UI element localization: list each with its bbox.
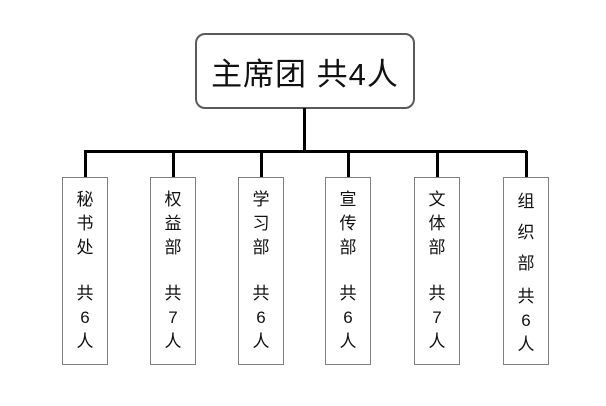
connector-drop — [525, 151, 528, 178]
dept-name-char: 体 — [428, 214, 446, 233]
dept-count-char: 6 — [343, 308, 353, 327]
dept-box-secretariat: 秘 书 处 共 6 人 — [62, 177, 108, 365]
dept-name-char: 部 — [339, 238, 357, 257]
dept-box-study: 学 习 部 共 6 人 — [238, 177, 284, 365]
dept-count-char: 共 — [339, 284, 357, 303]
dept-count: 共 7 人 — [429, 282, 446, 354]
dept-count-char: 人 — [517, 334, 535, 354]
dept-count-char: 7 — [168, 308, 178, 327]
dept-count-char: 6 — [256, 308, 266, 327]
connector-drop — [84, 151, 87, 178]
dept-name-char: 部 — [428, 238, 446, 257]
dept-count-char: 人 — [339, 332, 357, 351]
connector-horizontal — [84, 150, 527, 153]
connector-drop — [172, 151, 175, 178]
connector-drop — [260, 151, 263, 178]
dept-name: 文 体 部 — [429, 188, 446, 260]
dept-name-char: 部 — [252, 238, 270, 257]
dept-count: 共 6 人 — [77, 282, 94, 354]
dept-count-char: 共 — [517, 286, 535, 306]
dept-name-char: 习 — [252, 214, 270, 233]
dept-count: 共 6 人 — [518, 285, 535, 357]
dept-name-char: 书 — [76, 214, 94, 233]
dept-box-organization: 组 织 部 共 6 人 — [503, 177, 549, 365]
dept-count-char: 共 — [428, 284, 446, 303]
dept-box-rights: 权 益 部 共 7 人 — [150, 177, 196, 365]
root-box: 主席团 共4人 — [195, 33, 415, 109]
connector-drop — [436, 151, 439, 178]
dept-name: 宣 传 部 — [340, 188, 357, 260]
dept-name-char: 宣 — [339, 190, 357, 209]
dept-count-char: 共 — [252, 284, 270, 303]
connector-stem — [303, 108, 306, 152]
dept-count: 共 6 人 — [253, 282, 270, 354]
dept-name: 权 益 部 — [165, 188, 182, 260]
connector-drop — [347, 151, 350, 178]
dept-name-char: 部 — [164, 238, 182, 257]
dept-name: 秘 书 处 — [77, 188, 94, 260]
dept-count-char: 人 — [252, 332, 270, 351]
dept-count-char: 6 — [80, 308, 90, 327]
dept-count-char: 人 — [164, 332, 182, 351]
dept-box-culture-sports: 文 体 部 共 7 人 — [414, 177, 460, 365]
dept-name-char: 部 — [517, 253, 535, 273]
dept-name-char: 织 — [517, 222, 535, 242]
dept-name-char: 文 — [428, 190, 446, 209]
dept-name-char: 秘 — [76, 190, 94, 209]
dept-name-char: 学 — [252, 190, 270, 209]
dept-name-char: 传 — [339, 214, 357, 233]
dept-box-publicity: 宣 传 部 共 6 人 — [325, 177, 371, 365]
dept-count: 共 6 人 — [340, 282, 357, 354]
dept-count-char: 共 — [76, 284, 94, 303]
dept-name-char: 处 — [76, 238, 94, 257]
dept-count-char: 人 — [76, 332, 94, 351]
dept-name-char: 益 — [164, 214, 182, 233]
dept-name-char: 组 — [517, 191, 535, 211]
dept-name-char: 权 — [164, 190, 182, 209]
dept-count-char: 人 — [428, 332, 446, 351]
root-label: 主席团 共4人 — [211, 56, 399, 92]
dept-count: 共 7 人 — [165, 282, 182, 354]
dept-count-char: 6 — [521, 310, 531, 330]
dept-name: 学 习 部 — [253, 188, 270, 260]
dept-count-char: 共 — [164, 284, 182, 303]
dept-name: 组 织 部 — [518, 186, 535, 279]
dept-count-char: 7 — [432, 308, 442, 327]
